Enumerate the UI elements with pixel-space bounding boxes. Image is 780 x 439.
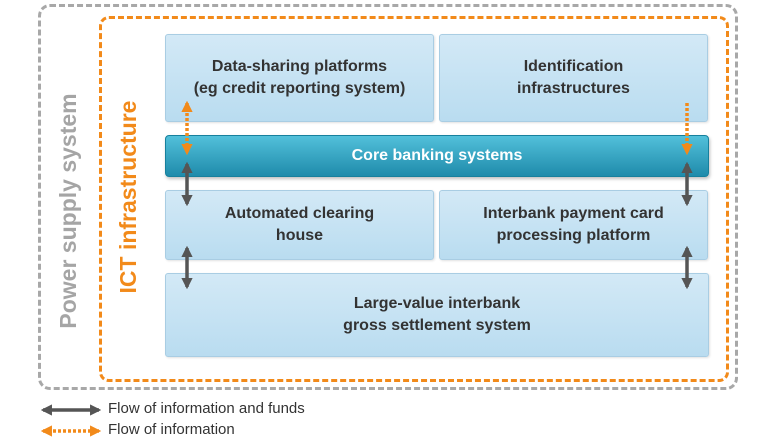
payment-card-processing-box: Interbank payment card processing platfo… xyxy=(439,190,708,260)
core-banking-systems-box: Core banking systems xyxy=(165,135,709,177)
data-sharing-platforms-box: Data-sharing platforms (eg credit report… xyxy=(165,34,434,122)
ict-infrastructure-frame xyxy=(99,16,729,382)
power-supply-frame xyxy=(38,4,738,390)
automated-clearing-house-box: Automated clearing house xyxy=(165,190,434,260)
identification-infrastructures-box: Identification infrastructures xyxy=(439,34,708,122)
legend-funds-label: Flow of information and funds xyxy=(108,400,305,417)
legend-info-label: Flow of information xyxy=(108,421,235,438)
gross-settlement-system-box: Large-value interbank gross settlement s… xyxy=(165,273,709,357)
